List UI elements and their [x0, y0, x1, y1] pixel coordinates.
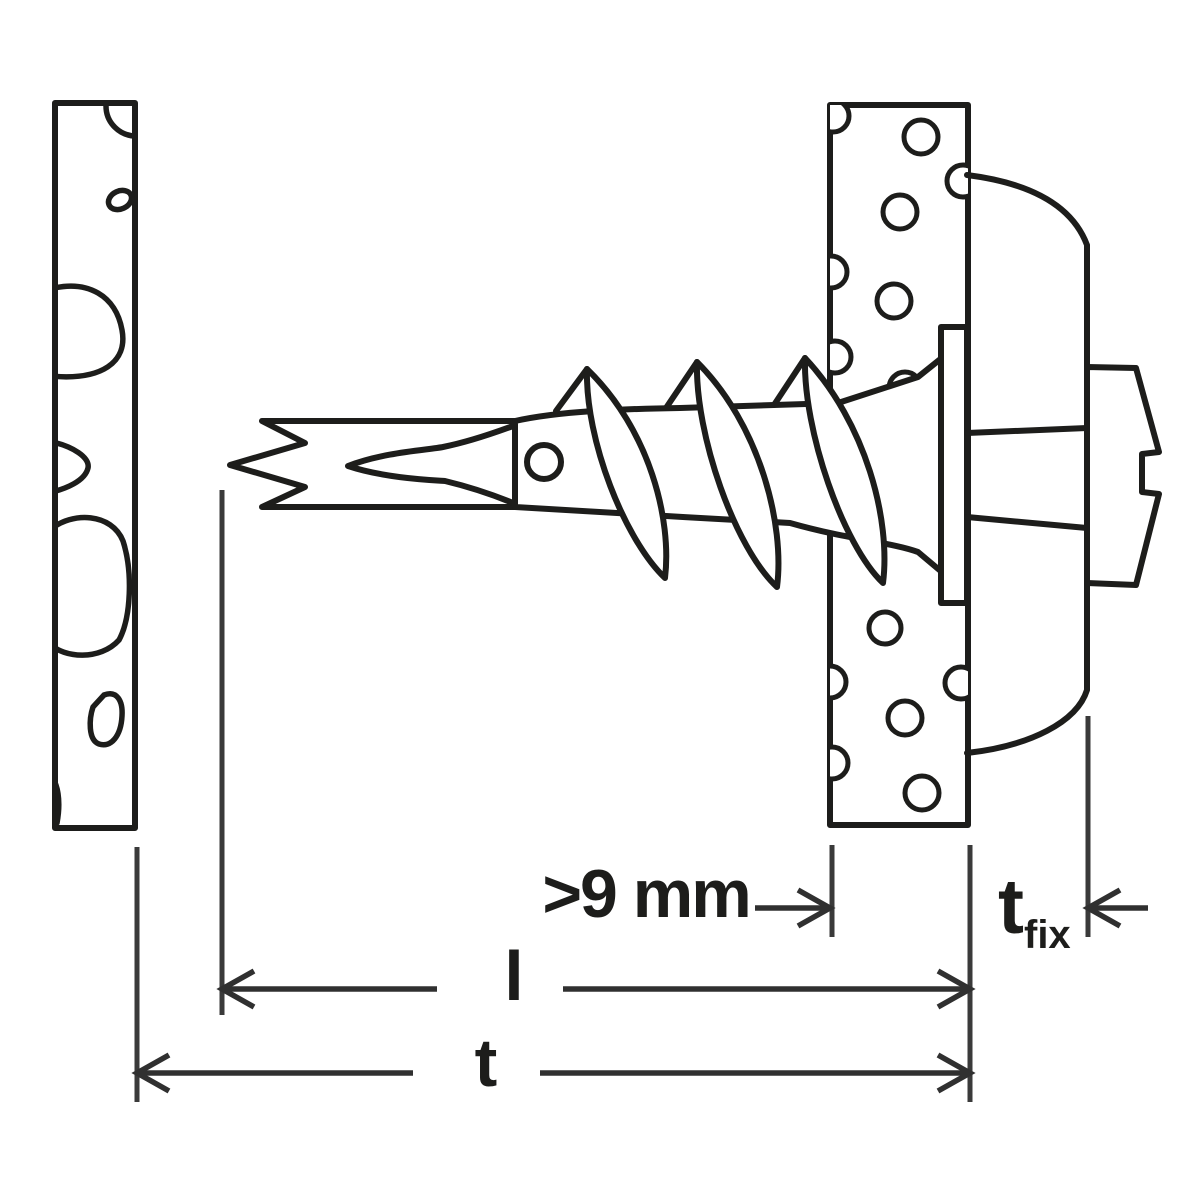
tfix-subscript: fix: [1024, 913, 1071, 957]
board-thickness-label: >9 mm: [542, 856, 749, 932]
anchor-thread-blade-2: [693, 359, 782, 590]
anchor-thread-blade-1: [583, 366, 670, 581]
arrowhead-left-icon: [131, 1052, 171, 1094]
left-wall-panel: [52, 100, 138, 831]
dimension-total-depth: t: [131, 1025, 976, 1101]
board-hole-dot: [880, 192, 920, 232]
aggregate-blob: [103, 103, 135, 139]
board-hole-dot: [942, 664, 968, 702]
fixture-outline: [964, 172, 1090, 756]
arrowhead-right-icon: [936, 1052, 976, 1094]
anchor-drill-shaft: [227, 418, 518, 510]
arrowhead-left-icon: [1082, 887, 1122, 929]
dimension-anchor-length: l: [216, 937, 976, 1015]
thread-root-line: [771, 355, 808, 408]
fixture: [964, 172, 1090, 756]
board-hole-dot: [830, 338, 854, 376]
board-hole-dot: [830, 253, 850, 291]
arrowhead-right-icon: [796, 887, 836, 929]
aggregate-blob: [105, 187, 135, 213]
board-hole-dot: [866, 609, 904, 647]
aggregate-blob: [87, 691, 125, 748]
board-hole-dot: [902, 773, 942, 813]
drywall-anchor: [227, 324, 970, 606]
total-depth-label: t: [475, 1025, 498, 1101]
board-hole-dot: [901, 117, 941, 157]
aggregate-blob: [55, 514, 133, 658]
arrowhead-left-icon: [216, 968, 256, 1010]
board-hole-dot: [830, 105, 852, 135]
board-hole-dot: [830, 663, 849, 701]
dimension-fixture-thickness: t fix: [998, 862, 1148, 957]
anchor-thread-blade-3: [801, 355, 888, 586]
board-hole-dot: [874, 281, 914, 321]
screw-shank-line: [964, 425, 1090, 436]
board-hole-dot: [944, 162, 968, 200]
shaft-hole: [524, 442, 564, 482]
board-hole-dot: [885, 698, 925, 738]
drill-point: [345, 423, 516, 506]
board-hole-dot: [830, 744, 851, 782]
anchor-flange: [938, 324, 970, 606]
tfix-label: t: [998, 862, 1024, 950]
aggregate-blob: [55, 777, 62, 827]
screw-head: [1084, 364, 1162, 588]
screw-shank-line: [964, 514, 1090, 531]
plasterboard-holes: [830, 105, 968, 813]
thread-root-line: [663, 359, 700, 411]
extension-lines: [134, 490, 1091, 1102]
aggregate-texture: [55, 103, 135, 827]
arrowhead-right-icon: [936, 968, 976, 1010]
aggregate-blob: [55, 439, 91, 495]
anchor-length-label: l: [504, 937, 523, 1015]
screw: [964, 364, 1162, 588]
thread-root-line: [553, 366, 590, 414]
dimension-board-thickness: >9 mm: [542, 856, 836, 932]
aggregate-blob: [55, 283, 126, 380]
